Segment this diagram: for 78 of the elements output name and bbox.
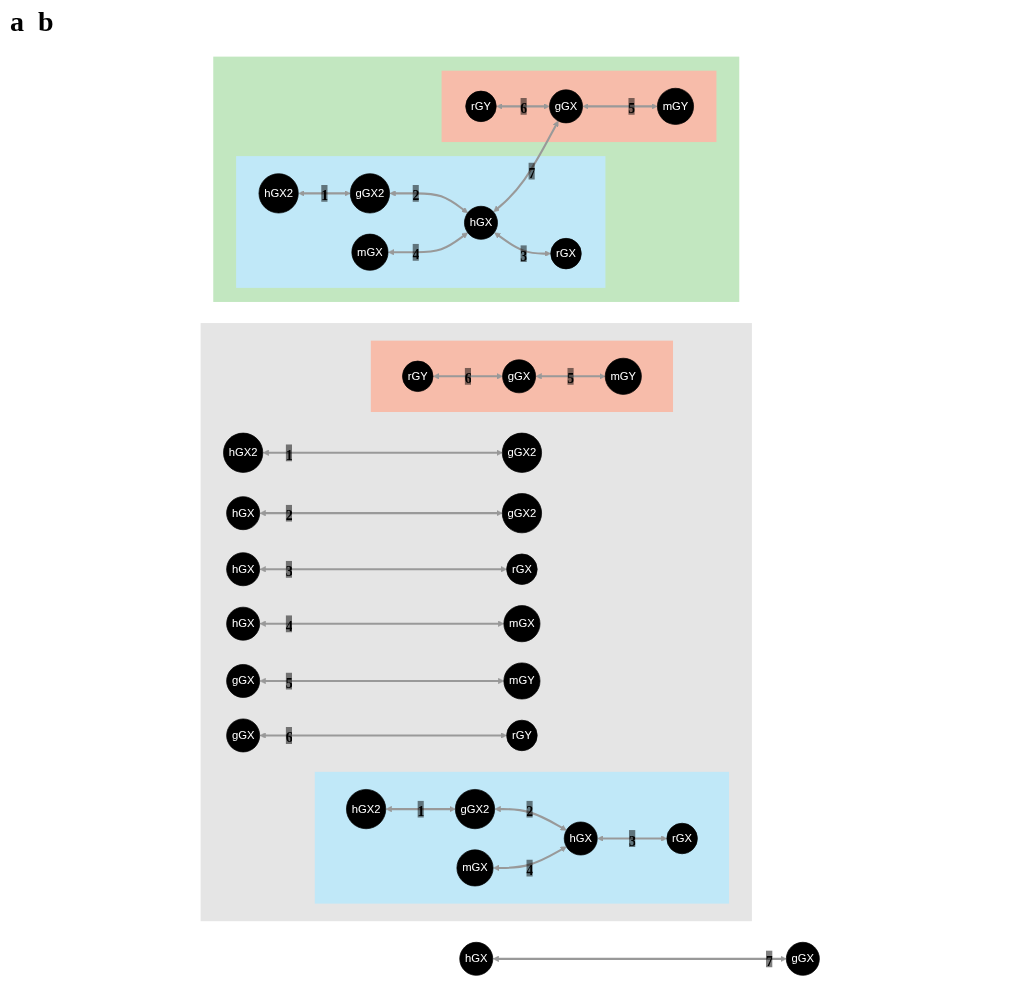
node-circle: gGX2 — [501, 493, 542, 534]
edge-label: 6 — [285, 729, 293, 746]
cluster — [236, 156, 606, 288]
panel-label: b — [38, 6, 54, 38]
node-circle: hGX2 — [223, 432, 264, 473]
arrow — [496, 103, 550, 110]
node-circle: rGX — [506, 553, 538, 585]
node-circle: rGX — [666, 822, 698, 855]
node-circle: hGX — [226, 496, 261, 531]
edge-label: 2 — [526, 803, 534, 819]
node-circle: hGX — [226, 552, 261, 587]
node-circle: gGX — [226, 664, 261, 698]
edge-label: 4 — [412, 246, 420, 263]
node-circle: mGX — [456, 849, 494, 887]
node-circle: gGX2 — [349, 173, 390, 214]
edge-label: 6 — [520, 100, 528, 117]
arrow — [259, 677, 505, 685]
arrow — [259, 510, 503, 517]
node-circle: rGX — [550, 238, 582, 270]
edge-label: 7 — [765, 953, 774, 969]
node-circle: gGX2 — [454, 789, 495, 830]
arrow — [433, 373, 503, 380]
arrow — [388, 232, 468, 256]
node-circle: gGX2 — [501, 432, 542, 473]
edge-label: 3 — [285, 563, 293, 580]
node-circle: hGX — [459, 941, 494, 976]
arrow — [597, 835, 668, 842]
edge-label: 5 — [285, 675, 293, 691]
node-circle: hGX — [226, 606, 261, 641]
node-circle: hGX2 — [346, 789, 387, 830]
cluster — [314, 771, 730, 904]
edge-label: 5 — [628, 100, 636, 117]
node-circle: mGY — [604, 357, 642, 395]
arrow — [389, 190, 468, 214]
edge-label: 3 — [628, 832, 636, 849]
node-circle: gGX — [785, 941, 820, 976]
node-circle: gGX — [226, 718, 261, 753]
arrow — [535, 373, 606, 380]
node-circle: rGY — [465, 90, 497, 122]
node-circle: mGY — [657, 87, 694, 125]
arrow — [582, 103, 658, 110]
edge-label: 4 — [285, 618, 293, 634]
node-circle: hGX2 — [258, 173, 299, 214]
edge-label: 7 — [528, 165, 536, 181]
arrow — [298, 190, 351, 197]
arrow — [262, 449, 503, 456]
cluster — [200, 323, 752, 922]
edge-label: 3 — [520, 247, 528, 264]
node-circle: hGX — [563, 821, 598, 856]
arrow — [494, 806, 567, 831]
node-circle: rGY — [506, 719, 538, 752]
node-circle: rGY — [402, 360, 434, 392]
node-circle: mGY — [503, 662, 541, 700]
edge-label: 1 — [417, 803, 425, 819]
edge-label: 5 — [567, 370, 575, 387]
arrow — [385, 806, 456, 813]
node-circle: gGX — [502, 359, 536, 394]
cluster — [213, 56, 740, 302]
arrow — [259, 732, 507, 739]
edge-label: 1 — [285, 447, 293, 463]
edge-label: 4 — [526, 862, 534, 878]
arrow — [259, 620, 505, 627]
panel-label: a — [10, 6, 24, 38]
arrow — [493, 120, 559, 213]
edge-label: 1 — [321, 187, 329, 204]
arrow — [492, 955, 787, 962]
node-circle: hGX — [464, 205, 498, 240]
node-circle: gGX — [549, 89, 583, 124]
edge-label: 2 — [285, 507, 293, 524]
cluster — [370, 340, 674, 412]
node-circle: mGX — [503, 605, 541, 643]
cluster — [441, 70, 717, 143]
edge-label: 6 — [464, 370, 472, 387]
node-circle: mGX — [351, 233, 389, 271]
edge-label: 2 — [412, 187, 420, 204]
arrow — [494, 232, 551, 257]
arrow — [259, 566, 507, 573]
arrow — [493, 846, 567, 872]
